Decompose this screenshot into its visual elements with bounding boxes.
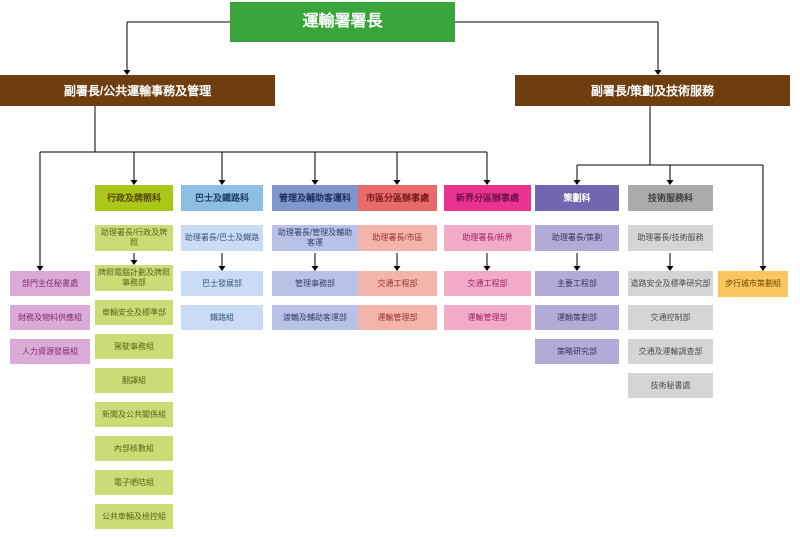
org-unit-box: 鐵路組 bbox=[181, 305, 263, 330]
org-unit-box: 運輸策劃部 bbox=[535, 305, 619, 330]
org-unit-box: 巴士發展部 bbox=[181, 271, 263, 296]
deputy-commissioner-left-box: 副署長/公共運輸事務及管理 bbox=[0, 75, 275, 106]
branch-header-box: 技術服務科 bbox=[628, 185, 713, 211]
org-unit-box: 牌照電腦計劃及牌照事務部 bbox=[95, 265, 173, 291]
branch-unit-stack: 管理事務部渡輪及輔助客運部 bbox=[272, 271, 358, 330]
branch-header-box: 行政及牌照科 bbox=[95, 185, 173, 211]
assistant-commissioner-box: 助理署長/技術服務 bbox=[628, 225, 713, 251]
branch-header-box: 策劃科 bbox=[535, 185, 619, 211]
assistant-commissioner-box: 助理署長/市區 bbox=[358, 225, 437, 251]
branch-unit-stack: 牌照電腦計劃及牌照事務部車輛安全及標準部駕駛事務組翻譯組新聞及公共關係組內部核數… bbox=[95, 265, 173, 529]
org-unit-box: 電子晒咭組 bbox=[95, 470, 173, 495]
assistant-commissioner-box: 助理署長/新界 bbox=[444, 225, 531, 251]
org-unit-box: 策略研究部 bbox=[535, 339, 619, 364]
org-unit-box: 公共車輛及檢控組 bbox=[95, 504, 173, 529]
org-unit-box: 交通控制部 bbox=[628, 305, 713, 330]
org-unit-box: 主要工程部 bbox=[535, 271, 619, 296]
org-unit-box: 管理事務部 bbox=[272, 271, 358, 296]
org-unit-box: 交通及運輸調查部 bbox=[628, 339, 713, 364]
org-unit-box: 運輸管理部 bbox=[444, 305, 531, 330]
assistant-commissioner-box: 助理署長/巴士及鐵路 bbox=[181, 225, 263, 251]
branch-unit-stack: 巴士發展部鐵路組 bbox=[181, 271, 263, 330]
branch-header-box: 市區分區辦事處 bbox=[358, 185, 437, 211]
org-unit-box: 新聞及公共關係組 bbox=[95, 402, 173, 427]
branch-unit-stack: 交通工程部運輸管理部 bbox=[444, 271, 531, 330]
branch-header-box: 新界分區辦事處 bbox=[444, 185, 531, 211]
org-unit-box: 技術秘書處 bbox=[628, 373, 713, 398]
branch-unit-stack: 交通工程部運輸管理部 bbox=[358, 271, 437, 330]
staff-office-box: 部門主任秘書處 bbox=[10, 271, 90, 296]
branch-header-box: 管理及輔助客運科 bbox=[272, 185, 358, 211]
org-unit-box: 交通工程部 bbox=[358, 271, 437, 296]
branch-unit-stack: 主要工程部運輸策劃部策略研究部 bbox=[535, 271, 619, 364]
assistant-commissioner-box: 助理署長/策劃 bbox=[535, 225, 619, 251]
org-unit-box: 交通工程部 bbox=[444, 271, 531, 296]
org-unit-box: 運輸管理部 bbox=[358, 305, 437, 330]
deputy-commissioner-right-box: 副署長/策劃及技術服務 bbox=[515, 75, 790, 106]
org-unit-box: 駕駛事務組 bbox=[95, 334, 173, 359]
branch-header-box: 巴士及鐵路科 bbox=[181, 185, 263, 211]
org-unit-box: 車輛安全及標準部 bbox=[95, 300, 173, 325]
commissioner-box: 運輸署署長 bbox=[230, 2, 455, 42]
assistant-commissioner-box: 助理署長/管理及輔助客運 bbox=[272, 225, 358, 251]
special-unit-box: 步行城市策劃組 bbox=[718, 271, 788, 297]
org-unit-box: 內部核數組 bbox=[95, 436, 173, 461]
staff-office-box: 人力資源發展組 bbox=[10, 339, 90, 364]
org-unit-box: 道路安全及標準研究部 bbox=[628, 271, 713, 296]
org-unit-box: 翻譯組 bbox=[95, 368, 173, 393]
branch-unit-stack: 道路安全及標準研究部交通控制部交通及運輸調查部技術秘書處 bbox=[628, 271, 713, 398]
org-unit-box: 渡輪及輔助客運部 bbox=[272, 305, 358, 330]
staff-office-box: 財務及物料供應組 bbox=[10, 305, 90, 330]
assistant-commissioner-box: 助理署長/行政及牌照 bbox=[95, 225, 173, 251]
